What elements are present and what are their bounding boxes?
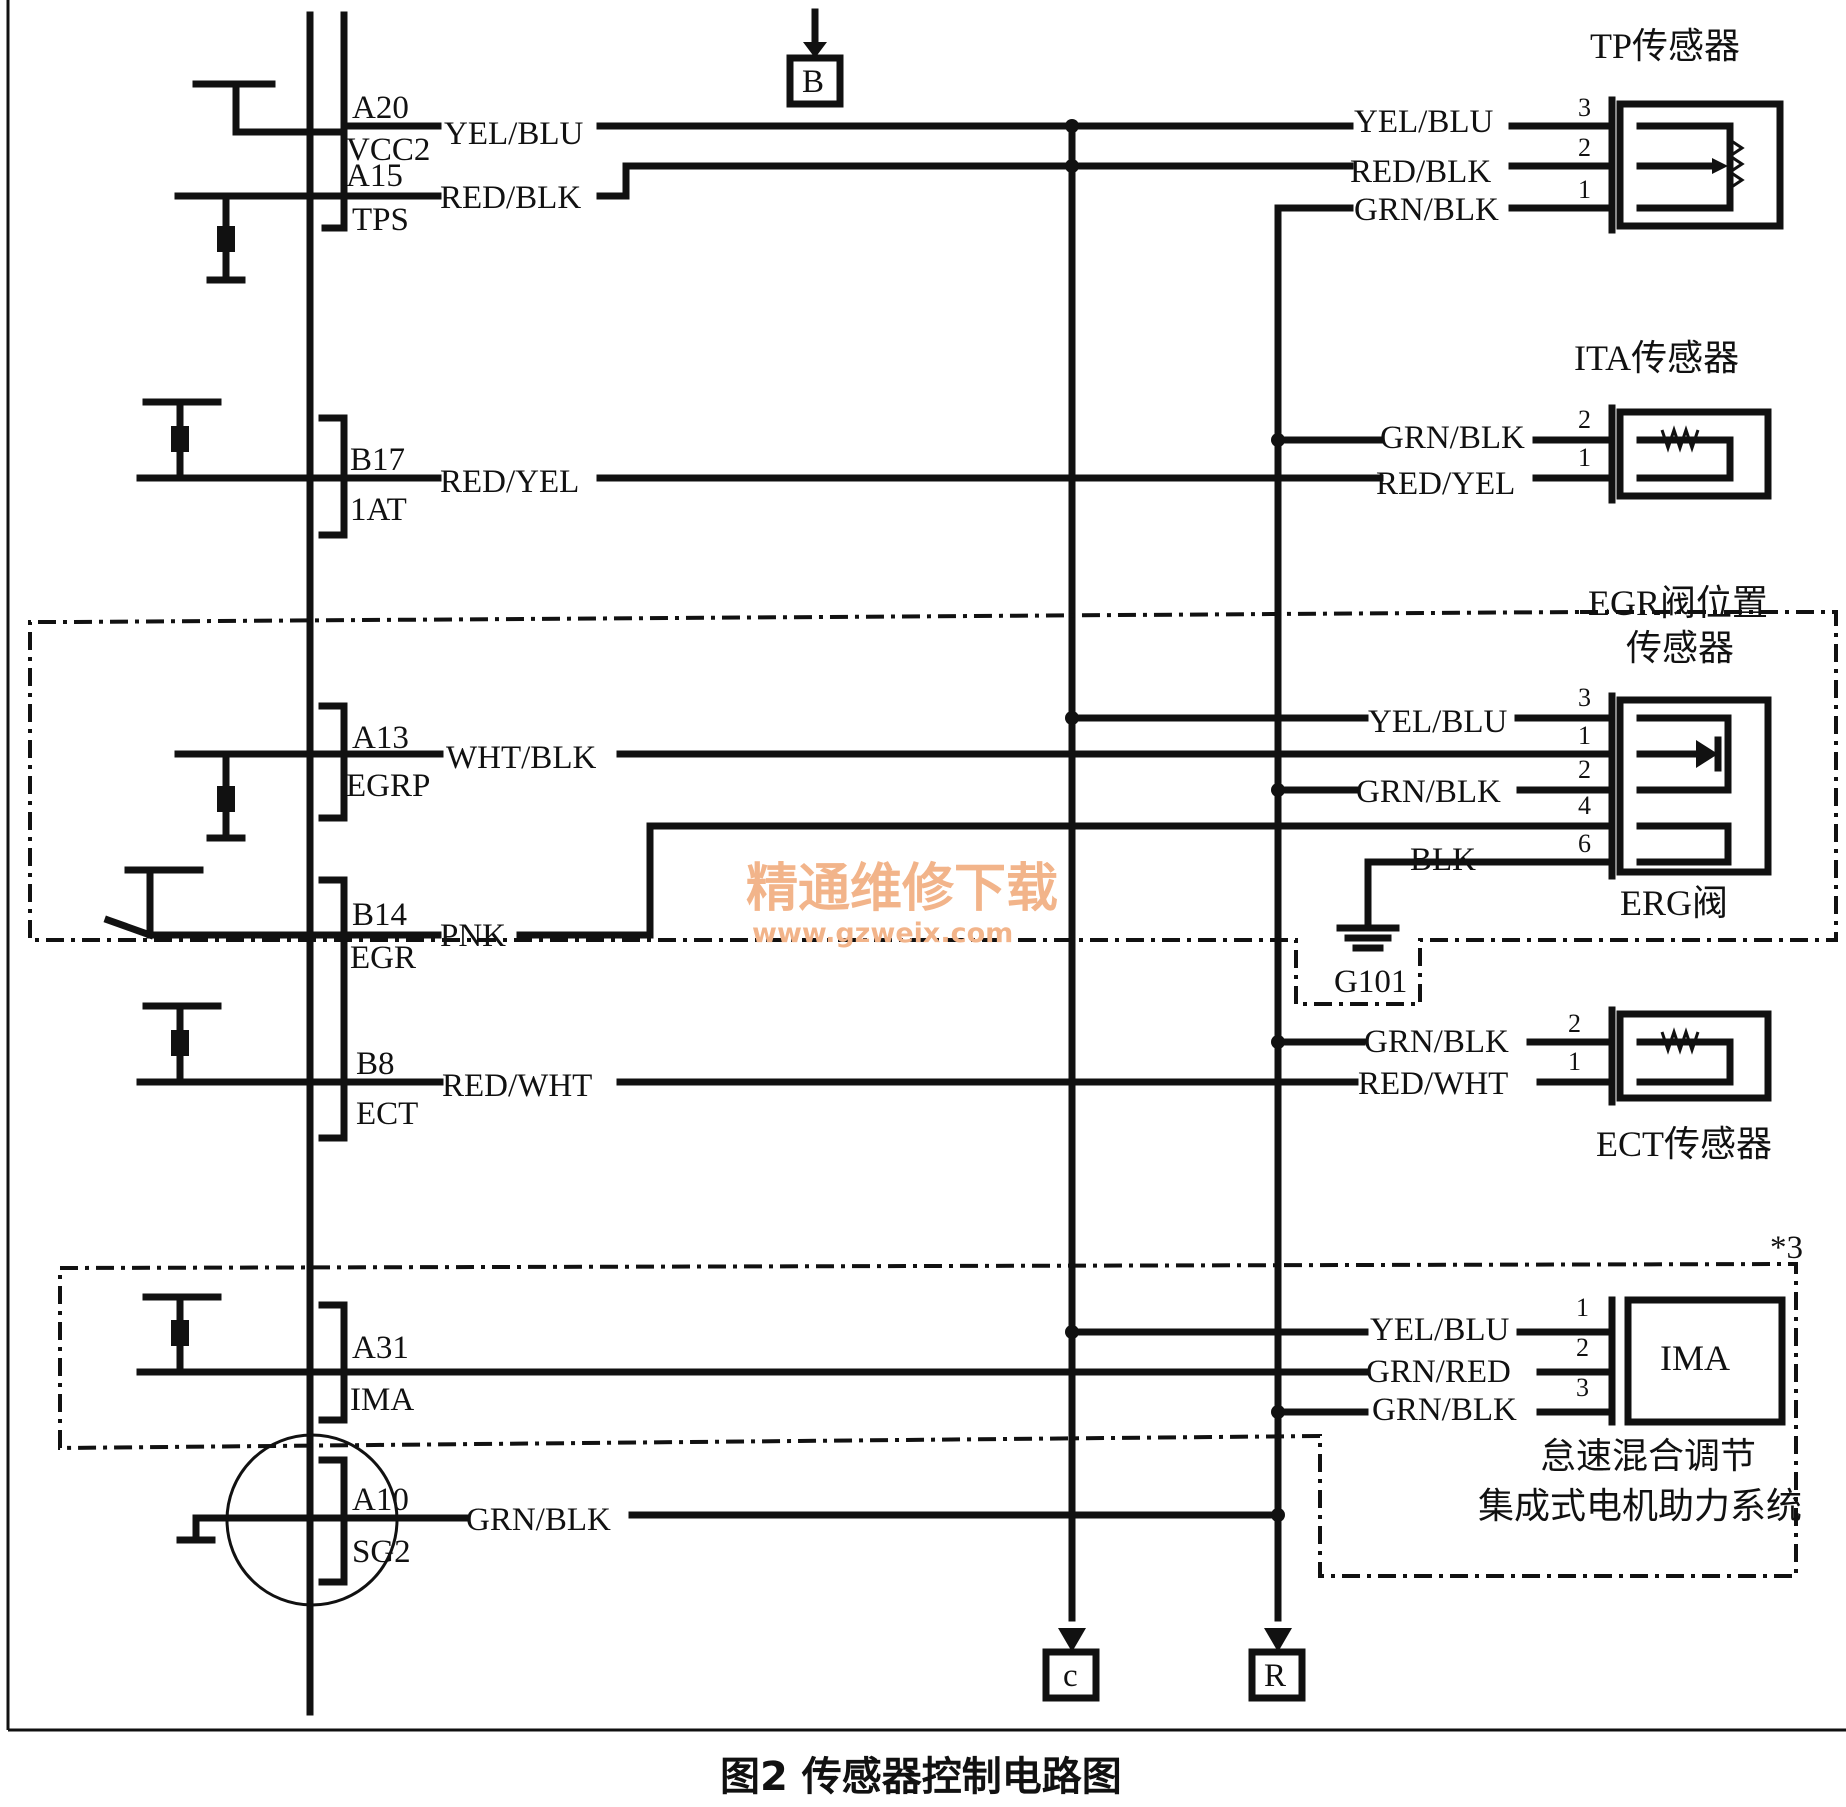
egr-sensor: EGR阀位置 传感器 3 1 2 4 6 YEL/BLU GRN/BLK BLK… <box>1356 583 1772 923</box>
wire-label-red-wht: RED/WHT <box>442 1068 592 1104</box>
signal-ect: ECT <box>356 1096 418 1132</box>
wire-label-grn-blk: GRN/BLK <box>466 1502 611 1538</box>
ima-boundary <box>58 1261 1798 1578</box>
wire-label-red-blk: RED/BLK <box>440 180 581 216</box>
ground-g101-label: G101 <box>1334 964 1407 1000</box>
ima-pin-2: 2 <box>1576 1333 1589 1362</box>
egr-pin-4: 4 <box>1578 791 1591 820</box>
ecm-wire-stubs <box>340 122 444 1086</box>
ita-wire-red-yel: RED/YEL <box>1376 466 1515 502</box>
ground-g101: G101 <box>1334 858 1408 1000</box>
pin-a13: A13 <box>352 720 409 756</box>
wire-label-red-yel: RED/YEL <box>440 464 579 500</box>
diagram-frame <box>6 0 1846 1732</box>
pin-a31: A31 <box>352 1330 409 1366</box>
ima-wire-yel-blu: YEL/BLU <box>1370 1312 1509 1348</box>
egr-sensor-title-2: 传感器 <box>1626 628 1734 668</box>
ima-note: *3 <box>1770 1230 1803 1266</box>
ita-pin-2: 2 <box>1578 405 1591 434</box>
connector-c: c <box>1042 1628 1100 1702</box>
wire-label-wht-blk: WHT/BLK <box>446 740 596 776</box>
tp-pin-1: 1 <box>1578 175 1591 204</box>
ect-pin-2: 2 <box>1568 1009 1581 1038</box>
ima-caption-2: 集成式电机助力系统 <box>1478 1486 1802 1526</box>
signal-vcc2: VCC2 <box>346 132 430 168</box>
egr-pin-2: 2 <box>1578 755 1591 784</box>
pin-a10: A10 <box>352 1482 409 1518</box>
signal-tps: TPS <box>352 202 409 238</box>
signal-ima: IMA <box>350 1382 414 1418</box>
tp-pin-2: 2 <box>1578 133 1591 162</box>
egr-pin-6: 6 <box>1578 829 1591 858</box>
egr-boundary <box>28 610 1838 1006</box>
signal-egr: EGR <box>350 940 416 976</box>
ima-pin-1: 1 <box>1576 1293 1589 1322</box>
harness-wires <box>340 122 1616 1622</box>
tp-sensor: TP传感器 3 2 1 YEL/BLU RED/BLK GRN/BLK <box>1350 26 1784 234</box>
watermark-line2: www.gzweix.com <box>752 918 1013 949</box>
ect-pin-1: 1 <box>1568 1047 1581 1076</box>
egr-pin-3: 3 <box>1578 683 1591 712</box>
tp-wire-red-blk: RED/BLK <box>1350 154 1491 190</box>
connector-c-label: c <box>1063 1658 1078 1694</box>
egr-wire-grn-blk: GRN/BLK <box>1356 774 1501 810</box>
connector-b: B <box>786 8 844 108</box>
wire-label-yel-blu: YEL/BLU <box>444 116 583 152</box>
ecm-connector-brackets <box>318 81 348 1586</box>
ima-module: *3 IMA 1 2 3 YEL/BLU GRN/RED GRN/BLK 怠速混… <box>1366 1230 1803 1526</box>
signal-egrp: EGRP <box>346 768 430 804</box>
connector-r-label: R <box>1264 1658 1286 1694</box>
ima-wire-grn-blk: GRN/BLK <box>1372 1392 1517 1428</box>
ecm-bus <box>306 11 348 1716</box>
pin-b8: B8 <box>356 1046 395 1082</box>
egr-wire-yel-blu: YEL/BLU <box>1368 704 1507 740</box>
pin-b14: B14 <box>352 897 407 933</box>
signal-sg2: SG2 <box>352 1534 411 1570</box>
wire-label-pnk: PNK <box>440 918 506 954</box>
ecm-wire-labels: YEL/BLU RED/BLK RED/YEL WHT/BLK PNK RED/… <box>440 116 611 1538</box>
ima-caption-1: 怠速混合调节 <box>1540 1436 1756 1476</box>
connector-r: R <box>1248 1628 1306 1702</box>
ecm-resistor-icons <box>171 226 235 1346</box>
ita-sensor-title: ITA传感器 <box>1574 338 1739 378</box>
tp-sensor-title: TP传感器 <box>1590 26 1740 66</box>
connector-b-label: B <box>802 64 824 100</box>
watermark-line1: 精通维修下载 <box>746 859 1058 919</box>
ect-wire-red-wht: RED/WHT <box>1358 1066 1508 1102</box>
pin-a20: A20 <box>352 90 409 126</box>
ita-pin-1: 1 <box>1578 443 1591 472</box>
egr-valve-label: ERG阀 <box>1620 883 1728 923</box>
signal-1at: 1AT <box>350 492 407 528</box>
egr-wire-blk: BLK <box>1410 842 1476 878</box>
tp-wire-grn-blk: GRN/BLK <box>1354 192 1499 228</box>
ima-wire-grn-red: GRN/RED <box>1366 1354 1511 1390</box>
ima-box-label: IMA <box>1660 1338 1730 1378</box>
ima-pin-3: 3 <box>1576 1373 1589 1402</box>
egr-pin-1: 1 <box>1578 721 1591 750</box>
pin-a15: A15 <box>346 158 403 194</box>
ita-sensor: ITA传感器 2 1 GRN/BLK RED/YEL <box>1376 338 1772 504</box>
watermark: 精通维修下载 www.gzweix.com <box>746 859 1058 949</box>
ect-wire-grn-blk: GRN/BLK <box>1364 1024 1509 1060</box>
ect-sensor-title: ECT传感器 <box>1596 1124 1772 1164</box>
tp-pin-3: 3 <box>1578 93 1591 122</box>
splice-dots <box>1065 119 1285 1522</box>
tp-wire-yel-blu: YEL/BLU <box>1354 104 1493 140</box>
ect-sensor: 2 1 GRN/BLK RED/WHT ECT传感器 <box>1358 1006 1772 1164</box>
figure-caption: 图2 传感器控制电路图 <box>720 1754 1122 1800</box>
ecm-pin-labels: A20 VCC2 A15 TPS B17 1AT A13 EGRP B14 EG… <box>346 90 430 1570</box>
ita-wire-grn-blk: GRN/BLK <box>1380 420 1525 456</box>
egr-sensor-title-1: EGR阀位置 <box>1588 583 1768 623</box>
pin-b17: B17 <box>350 442 405 478</box>
